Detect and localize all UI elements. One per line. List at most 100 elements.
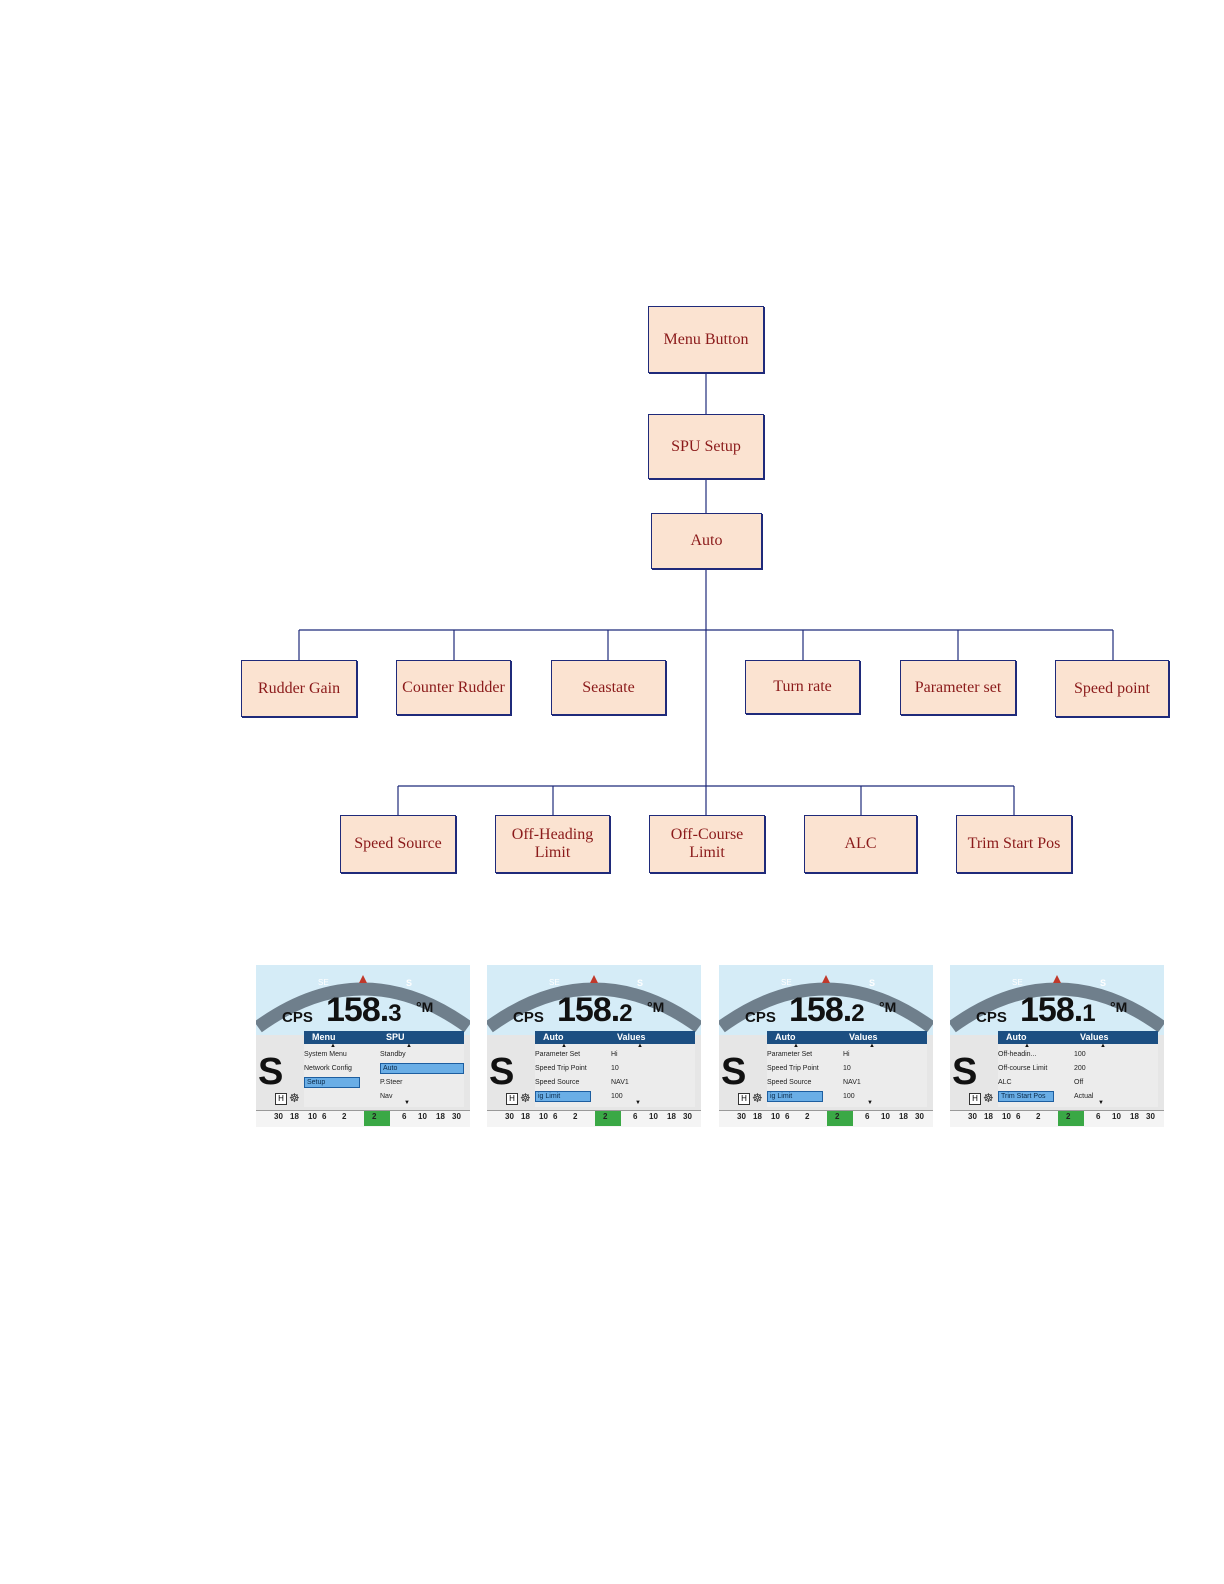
h-button[interactable]: H bbox=[969, 1093, 981, 1105]
helm-wheel-icon[interactable]: ☸ bbox=[520, 1091, 531, 1105]
heading-pointer bbox=[1053, 975, 1061, 983]
scroll-down-icon[interactable]: ▼ bbox=[867, 1100, 873, 1106]
rudder-position bbox=[364, 1111, 390, 1126]
menu-row-left[interactable]: Parameter Set bbox=[535, 1049, 591, 1060]
rudder-position bbox=[827, 1111, 853, 1126]
rudder-tick-label: 18 bbox=[899, 1112, 908, 1121]
cps-label: CPS bbox=[976, 1009, 1007, 1026]
menu-row-right[interactable]: 10 bbox=[611, 1063, 681, 1074]
scroll-down-icon[interactable]: ▼ bbox=[404, 1100, 410, 1106]
menu-row-left[interactable]: Speed Trip Point bbox=[535, 1063, 591, 1074]
h-button[interactable]: H bbox=[738, 1093, 750, 1105]
menu-row-right[interactable]: NAV1 bbox=[843, 1077, 913, 1088]
rudder-tick-label: 18 bbox=[667, 1112, 676, 1121]
helm-wheel-icon[interactable]: ☸ bbox=[289, 1091, 300, 1105]
rudder-position bbox=[595, 1111, 621, 1126]
menu-row-right[interactable]: 100 bbox=[843, 1091, 913, 1102]
helm-wheel-icon[interactable]: ☸ bbox=[983, 1091, 994, 1105]
scroll-up-icon[interactable]: ▲ bbox=[637, 1043, 643, 1049]
scroll-up-icon[interactable]: ▲ bbox=[869, 1043, 875, 1049]
scroll-up-icon[interactable]: ▲ bbox=[1100, 1043, 1106, 1049]
compass-label-se: SE bbox=[318, 978, 329, 987]
menu-row-left[interactable]: Setup bbox=[304, 1077, 360, 1088]
node-auto: Auto bbox=[651, 513, 762, 569]
heading-pointer bbox=[359, 975, 367, 983]
menu-row-left[interactable]: Parameter Set bbox=[767, 1049, 823, 1060]
menu-row-right[interactable]: Actual bbox=[1074, 1091, 1144, 1102]
menu-row-right[interactable]: 10 bbox=[843, 1063, 913, 1074]
rudder-tick-label: 10 bbox=[418, 1112, 427, 1121]
menu-row-left[interactable]: System Menu bbox=[304, 1049, 360, 1060]
rudder-tick-label: 30 bbox=[737, 1112, 746, 1121]
scroll-up-icon[interactable]: ▲ bbox=[330, 1043, 336, 1049]
menu-row-right[interactable]: Standby bbox=[380, 1049, 450, 1060]
scroll-down-icon[interactable]: ▼ bbox=[635, 1100, 641, 1106]
menu-row-right[interactable]: Hi bbox=[843, 1049, 913, 1060]
rudder-tick-label: 6 bbox=[785, 1112, 789, 1121]
menu-row-left[interactable]: Speed Trip Point bbox=[767, 1063, 823, 1074]
node-counter-rudder: Counter Rudder bbox=[396, 660, 511, 715]
heading-pointer bbox=[822, 975, 830, 983]
h-button[interactable]: H bbox=[275, 1093, 287, 1105]
rudder-tick-label: 30 bbox=[915, 1112, 924, 1121]
h-button[interactable]: H bbox=[506, 1093, 518, 1105]
autopilot-screen: SESCPS158.2°MSH☸AutoValuesParameter SetS… bbox=[719, 965, 933, 1127]
mode-indicator: S bbox=[721, 1051, 746, 1094]
node-turn-rate: Turn rate bbox=[745, 660, 860, 714]
menu-row-right[interactable]: Nav bbox=[380, 1091, 450, 1102]
menu-row-left[interactable]: Network Config bbox=[304, 1063, 360, 1074]
scroll-up-icon[interactable]: ▲ bbox=[561, 1043, 567, 1049]
node-speed-source: Speed Source bbox=[340, 815, 456, 873]
menu-row-right[interactable]: Hi bbox=[611, 1049, 681, 1060]
node-menu-button: Menu Button bbox=[648, 306, 764, 373]
rudder-tick-label: 2 bbox=[603, 1112, 607, 1121]
menu-row-right[interactable]: Auto bbox=[380, 1063, 464, 1074]
menu-row-left[interactable]: ig Limit bbox=[535, 1091, 591, 1102]
menu-row-left[interactable]: ALC bbox=[998, 1077, 1054, 1088]
scroll-up-icon[interactable]: ▲ bbox=[406, 1043, 412, 1049]
menu-header: AutoValues bbox=[535, 1031, 695, 1044]
node-parameter-set: Parameter set bbox=[900, 660, 1016, 715]
compass-label-se: SE bbox=[781, 978, 792, 987]
rudder-tick-label: 10 bbox=[1112, 1112, 1121, 1121]
menu-row-right[interactable]: 100 bbox=[1074, 1049, 1144, 1060]
menu-row-left[interactable]: Off-headin... bbox=[998, 1049, 1054, 1060]
menu-row-right[interactable]: P.Steer bbox=[380, 1077, 450, 1088]
rudder-tick-label: 2 bbox=[573, 1112, 577, 1121]
compass-label-s: S bbox=[406, 978, 412, 988]
menu-row-right[interactable]: 200 bbox=[1074, 1063, 1144, 1074]
rudder-tick-label: 10 bbox=[771, 1112, 780, 1121]
menu-row-right[interactable]: 100 bbox=[611, 1091, 681, 1102]
mode-indicator: S bbox=[952, 1051, 977, 1094]
helm-wheel-icon[interactable]: ☸ bbox=[752, 1091, 763, 1105]
menu-row-left[interactable]: Speed Source bbox=[767, 1077, 823, 1088]
rudder-tick-label: 6 bbox=[865, 1112, 869, 1121]
node-rudder-gain: Rudder Gain bbox=[241, 660, 357, 717]
heading-unit: °M bbox=[879, 999, 896, 1015]
menu-row-left[interactable]: ig Limit bbox=[767, 1091, 823, 1102]
menu-row-right[interactable]: Off bbox=[1074, 1077, 1144, 1088]
menu-row-left[interactable]: Speed Source bbox=[535, 1077, 591, 1088]
menu-title-right: SPU bbox=[386, 1031, 405, 1044]
menu-row-right[interactable]: NAV1 bbox=[611, 1077, 681, 1088]
cps-label: CPS bbox=[513, 1009, 544, 1026]
mode-indicator: S bbox=[489, 1051, 514, 1094]
rudder-position bbox=[1058, 1111, 1084, 1126]
compass-label-s: S bbox=[637, 978, 643, 988]
rudder-tick-label: 18 bbox=[984, 1112, 993, 1121]
rudder-tick-label: 10 bbox=[1002, 1112, 1011, 1121]
rudder-tick-label: 10 bbox=[539, 1112, 548, 1121]
compass-label-se: SE bbox=[549, 978, 560, 987]
menu-row-left[interactable]: Off-course Limit bbox=[998, 1063, 1054, 1074]
heading-unit: °M bbox=[647, 999, 664, 1015]
scroll-down-icon[interactable]: ▼ bbox=[1098, 1100, 1104, 1106]
scroll-up-icon[interactable]: ▲ bbox=[1024, 1043, 1030, 1049]
scroll-up-icon[interactable]: ▲ bbox=[793, 1043, 799, 1049]
rudder-tick-label: 30 bbox=[452, 1112, 461, 1121]
menu-row-left[interactable]: Trim Start Pos bbox=[998, 1091, 1054, 1102]
